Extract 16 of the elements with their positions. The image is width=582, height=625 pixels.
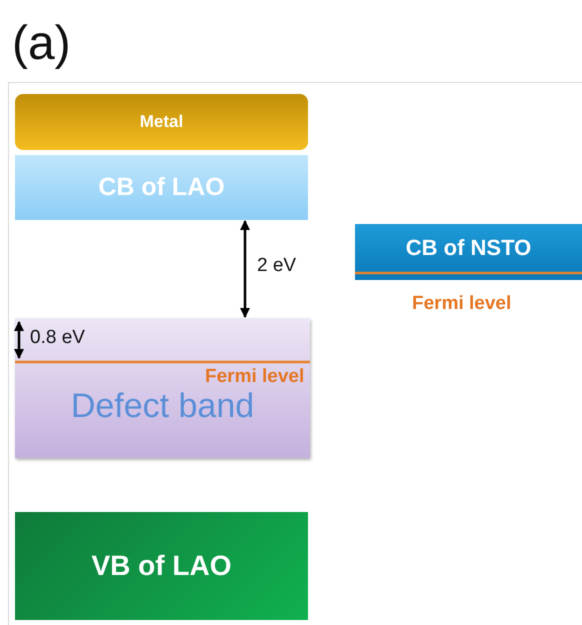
- conduction-band: [15, 155, 308, 220]
- conduction-band: [355, 224, 582, 280]
- fermi-level-label: Fermi level: [412, 293, 512, 315]
- valence-band: [15, 512, 308, 620]
- defect-band: [15, 318, 310, 458]
- band-label: Metal: [140, 112, 184, 132]
- fermi-level-label: Fermi level: [205, 366, 304, 388]
- gap-label: 0.8 eV: [30, 327, 85, 349]
- double-arrow: [240, 220, 250, 318]
- band-label: Defect band: [70, 386, 254, 426]
- edge-label: 2 eV: [257, 255, 296, 277]
- metal-layer: [15, 94, 308, 150]
- band-label: CB of NSTO: [406, 235, 532, 261]
- band-label: VB of LAO: [92, 550, 232, 582]
- panel-label: (a): [12, 16, 71, 71]
- band-label: CB of LAO: [98, 173, 225, 202]
